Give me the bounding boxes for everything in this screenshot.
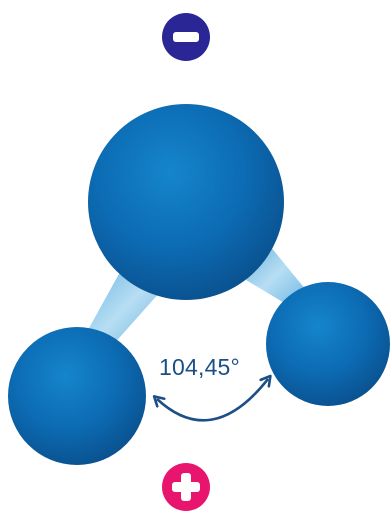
bond-left bbox=[88, 272, 160, 346]
negative-charge-badge bbox=[162, 13, 210, 61]
angle-arc-arrow bbox=[152, 374, 272, 422]
oxygen-atom bbox=[88, 104, 284, 300]
hydrogen-atom-left bbox=[8, 327, 146, 465]
bond-angle-label: 104,45° bbox=[159, 354, 240, 380]
hydrogen-atom-right bbox=[266, 282, 390, 406]
positive-charge-badge bbox=[162, 463, 210, 511]
